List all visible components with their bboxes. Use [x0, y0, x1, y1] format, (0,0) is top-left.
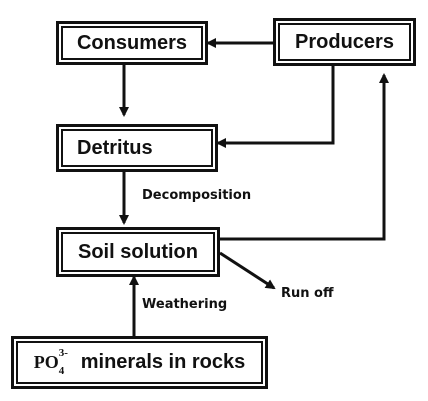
weathering-label: Weathering	[142, 297, 228, 312]
detritus-label: Detritus	[77, 136, 153, 159]
phosphate-subscript: 4	[58, 365, 65, 377]
arrow-producers-to-detritus	[216, 64, 335, 148]
phosphate-formula: PO 3- 4	[33, 348, 68, 377]
producers-box: Producers	[273, 18, 416, 66]
rocks-label: minerals in rocks	[80, 351, 246, 373]
consumers-box: Consumers	[56, 21, 208, 65]
arrow-soil-to-producers	[220, 73, 389, 241]
producers-label: Producers	[295, 30, 394, 53]
decomposition-label: Decomposition	[142, 188, 252, 203]
run-off-label: Run off	[281, 286, 334, 301]
phosphate-base: PO	[33, 352, 59, 372]
detritus-box: Detritus	[56, 124, 218, 172]
soil-solution-box: Soil solution	[56, 227, 220, 277]
arrow-soil-to-runoff	[219, 251, 276, 290]
soil-solution-label: Soil solution	[78, 240, 198, 263]
consumers-label: Consumers	[76, 31, 188, 54]
phosphate-charge: 3-	[58, 347, 68, 359]
rocks-box: PO 3- 4 minerals in rocks	[11, 336, 268, 389]
